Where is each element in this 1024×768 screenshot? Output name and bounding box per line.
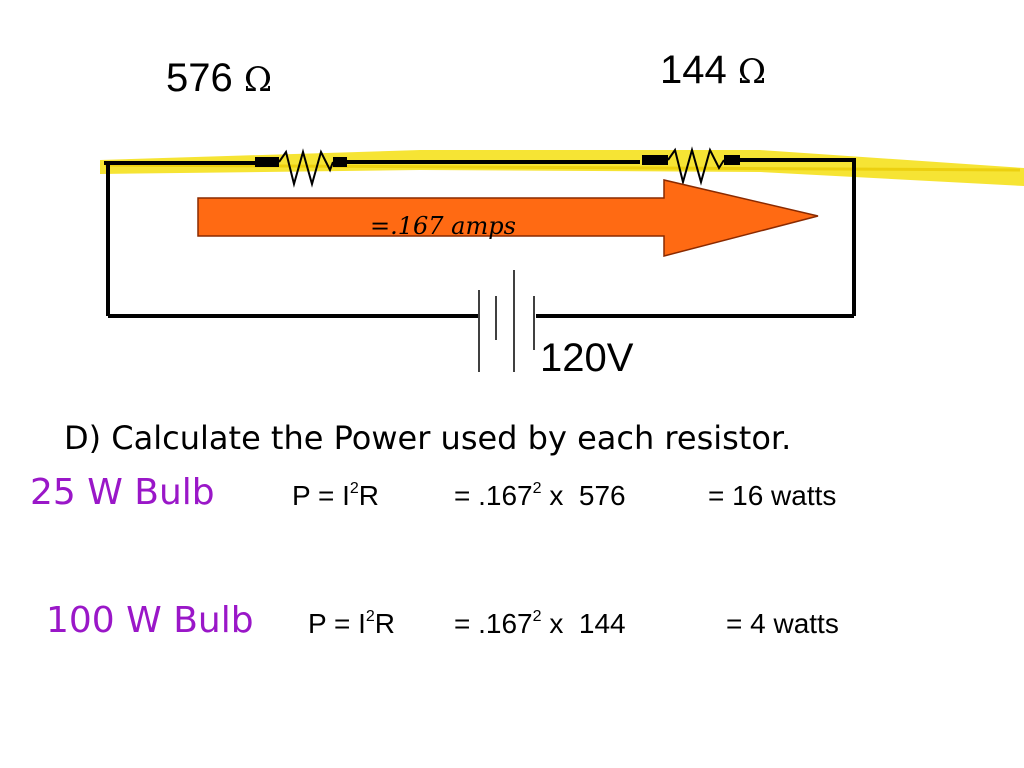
resistor-left-label: 576 Ω xyxy=(166,58,272,98)
substitution: = .1672 x 144 xyxy=(454,608,626,639)
circuit-diagram xyxy=(100,146,1024,372)
sub-resistance: x 576 xyxy=(541,480,626,511)
resistor-right-label: 144 Ω xyxy=(660,50,766,90)
substitution: = .1672 x 576 xyxy=(454,480,626,511)
current-arrow xyxy=(197,179,819,257)
power-formula: P = I2R xyxy=(292,480,379,511)
sub-current: = .167 xyxy=(454,480,533,511)
resistor-144 xyxy=(642,146,740,186)
question-text: D) Calculate the Power used by each resi… xyxy=(64,419,792,457)
bulb-label-25w: 25 W Bulb xyxy=(30,472,215,513)
formula-r: R xyxy=(374,608,395,639)
formula-exponent: 2 xyxy=(365,608,375,625)
sub-exponent: 2 xyxy=(532,480,542,497)
formula-exponent: 2 xyxy=(349,480,359,497)
power-result: = 4 watts xyxy=(726,608,839,639)
formula-p: P = I xyxy=(308,608,366,639)
formula-p: P = I xyxy=(292,480,350,511)
current-label: =.167 amps xyxy=(370,212,516,240)
battery-symbol xyxy=(478,270,535,372)
sub-exponent: 2 xyxy=(532,608,542,625)
resistor-576 xyxy=(255,148,347,188)
formula-r: R xyxy=(358,480,379,511)
power-formula: P = I2R xyxy=(308,608,395,639)
power-result: = 16 watts xyxy=(708,480,837,511)
circuit-wires xyxy=(104,158,856,318)
sub-resistance: x 144 xyxy=(541,608,626,639)
resistor-right-value: 144 xyxy=(660,48,727,92)
ohm-symbol: Ω xyxy=(737,52,767,92)
ohm-symbol: Ω xyxy=(243,60,273,100)
bulb-label-100w: 100 W Bulb xyxy=(46,600,254,641)
battery-voltage-label: 120V xyxy=(540,336,634,380)
sub-current: = .167 xyxy=(454,608,533,639)
resistor-left-value: 576 xyxy=(166,56,233,100)
